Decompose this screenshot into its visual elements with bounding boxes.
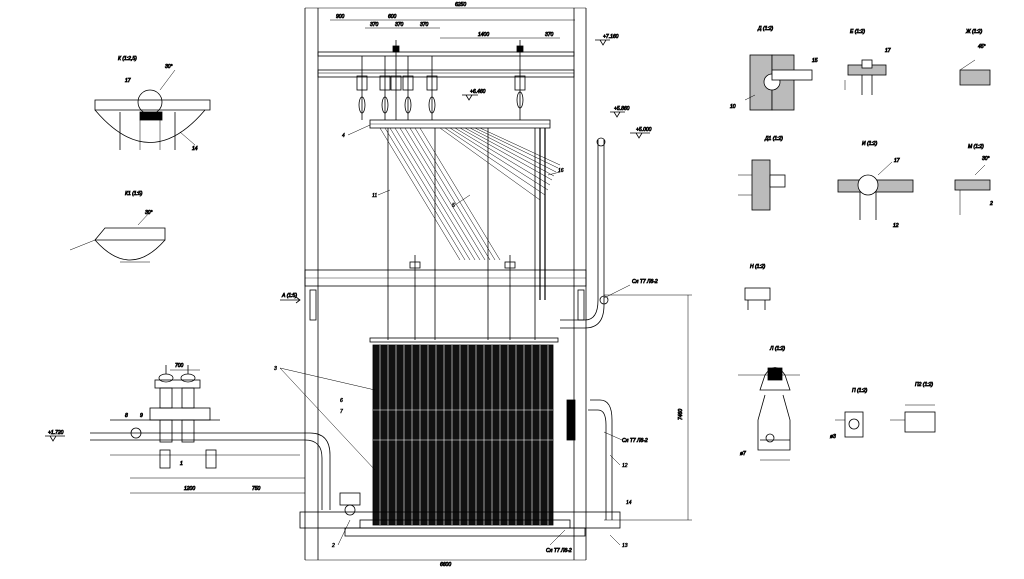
detail-zh: Ж (1:2) 45° (959, 29, 991, 86)
svg-text:+7.160: +7.160 (603, 34, 619, 40)
svg-text:Д (1:2): Д (1:2) (757, 26, 774, 32)
detail-l: Л (1:2) ø7 (738, 346, 800, 461)
svg-text:370: 370 (545, 32, 554, 38)
svg-text:П (1:2): П (1:2) (852, 388, 868, 394)
svg-text:11: 11 (372, 193, 377, 199)
detail-k1: К1 (1:5) 30° (69, 191, 166, 263)
svg-text:13: 13 (622, 543, 628, 549)
svg-text:6: 6 (340, 398, 343, 404)
svg-text:2: 2 (331, 543, 335, 549)
svg-text:Н (1:2): Н (1:2) (750, 264, 766, 270)
svg-text:750: 750 (252, 486, 261, 492)
tube-block (299, 337, 621, 537)
riser-pipes (560, 137, 613, 520)
callouts: 4 11 5 16 3 6 7 2 12 13 14 (274, 124, 632, 549)
svg-text:15: 15 (812, 58, 818, 64)
svg-text:700: 700 (175, 363, 184, 369)
svg-text:ø7: ø7 (740, 451, 746, 457)
svg-text:1200: 1200 (184, 486, 195, 492)
svg-text:9: 9 (140, 413, 143, 419)
svg-text:Д1 (1:2): Д1 (1:2) (764, 136, 783, 142)
svg-text:7: 7 (340, 409, 343, 415)
svg-text:10: 10 (730, 104, 736, 110)
svg-text:30°: 30° (982, 156, 990, 162)
valve-assembly: 700 1200 750 8 9 1 (110, 363, 305, 494)
detail-e: Е (1:2) 17 (844, 29, 891, 95)
svg-text:900: 900 (336, 14, 345, 20)
svg-text:Сл Т7 Л8-2: Сл Т7 Л8-2 (632, 279, 658, 285)
inclined-tube-bundle (379, 127, 561, 261)
svg-text:17: 17 (885, 48, 891, 54)
svg-text:45°: 45° (978, 44, 986, 50)
svg-text:И (1:2): И (1:2) (862, 141, 878, 147)
svg-text:14: 14 (192, 146, 198, 152)
detail-m: М (1:2) 30° 2 (954, 144, 993, 215)
svg-text:К (1:2,5): К (1:2,5) (118, 56, 137, 62)
svg-text:14: 14 (626, 500, 632, 506)
overall-bottom-label: 6600 (440, 562, 451, 568)
view-arrow-label: А (1:5) (281, 293, 297, 299)
detail-p: П (1:2) ø3 (830, 388, 868, 441)
svg-text:Сл Т7 Л8-2: Сл Т7 Л8-2 (622, 438, 648, 444)
svg-text:4: 4 (342, 133, 345, 139)
svg-text:Сл Т7 Л8-2: Сл Т7 Л8-2 (546, 548, 572, 554)
detail-i: И (1:2) 17 12 (837, 141, 914, 229)
main-elevation-view: 6250 900 600 370 370 370 1400 370 (45, 2, 692, 568)
svg-text:3: 3 (274, 366, 277, 372)
svg-text:Ж (1:2): Ж (1:2) (965, 29, 983, 35)
svg-text:М (1:2): М (1:2) (968, 144, 984, 150)
detail-d: Д (1:2) 10 15 (730, 26, 818, 111)
elevation-marks: +7.160 +6.460 +5.860 +5.000 +1.720 (45, 34, 652, 442)
svg-text:ø3: ø3 (830, 434, 836, 440)
svg-text:5: 5 (452, 203, 455, 209)
detail-n: Н (1:2) (744, 264, 771, 310)
svg-text:30°: 30° (165, 64, 173, 70)
svg-text:17: 17 (125, 78, 131, 84)
svg-text:Л (1:2): Л (1:2) (769, 346, 785, 352)
svg-text:1400: 1400 (478, 32, 489, 38)
svg-text:П2 (1:2): П2 (1:2) (915, 382, 933, 388)
svg-text:30°: 30° (145, 210, 153, 216)
svg-text:+1.720: +1.720 (48, 430, 64, 436)
svg-text:Е (1:2): Е (1:2) (850, 29, 865, 35)
svg-text:600: 600 (388, 14, 397, 20)
detail-d1: Д1 (1:2) (738, 136, 786, 211)
svg-text:+6.460: +6.460 (470, 89, 486, 95)
svg-text:К1 (1:5): К1 (1:5) (125, 191, 143, 197)
hanger-rods (356, 40, 526, 120)
svg-text:+5.000: +5.000 (636, 127, 652, 133)
total-height-label: 7460 (678, 409, 684, 420)
svg-text:16: 16 (558, 168, 564, 174)
svg-text:370: 370 (370, 22, 379, 28)
detail-k: К (1:2,5) 30° 14 17 (94, 56, 211, 152)
detail-p2: П2 (1:2) (890, 382, 936, 433)
svg-text:8: 8 (125, 413, 128, 419)
overall-width-label: 6250 (455, 2, 466, 8)
svg-text:12: 12 (622, 463, 628, 469)
svg-text:1: 1 (180, 461, 183, 467)
svg-text:+5.860: +5.860 (614, 106, 630, 112)
svg-text:2: 2 (989, 201, 993, 207)
svg-text:370: 370 (420, 22, 429, 28)
svg-text:370: 370 (395, 22, 404, 28)
weld-notes: Сл Т7 Л8-2 Сл Т7 Л8-2 Сл Т7 Л8-2 (546, 279, 659, 555)
svg-text:12: 12 (893, 223, 899, 229)
svg-text:17: 17 (894, 158, 900, 164)
